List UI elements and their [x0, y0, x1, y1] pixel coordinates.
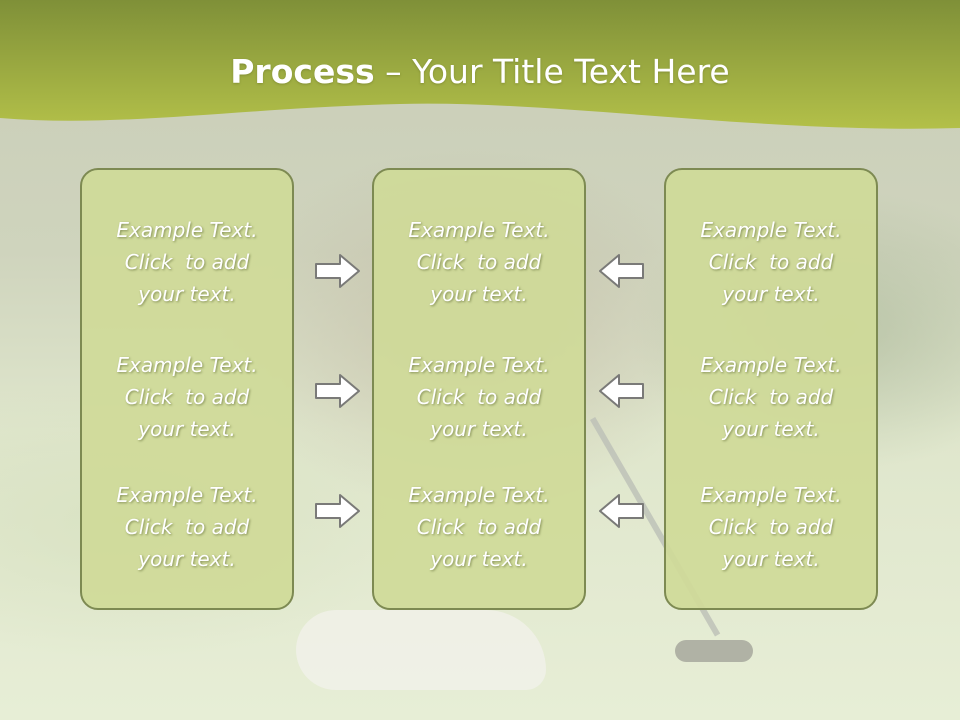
text-line: Example Text.: [408, 353, 550, 377]
title-bold: Process: [230, 52, 375, 91]
text-block[interactable]: Example Text. Click to add your text.: [666, 479, 876, 575]
putter-head: [675, 640, 753, 662]
text-line: Click to add: [124, 250, 250, 274]
arrow-left-icon: [597, 492, 645, 530]
text-line: your text.: [138, 547, 236, 571]
text-line: Click to add: [416, 385, 542, 409]
text-line: Click to add: [416, 515, 542, 539]
text-line: your text.: [722, 547, 820, 571]
text-block[interactable]: Example Text. Click to add your text.: [666, 349, 876, 445]
title-rest: – Your Title Text Here: [374, 52, 730, 91]
text-block[interactable]: Example Text. Click to add your text.: [374, 214, 584, 310]
text-block[interactable]: Example Text. Click to add your text.: [82, 214, 292, 310]
text-line: Example Text.: [116, 483, 258, 507]
text-line: Click to add: [708, 385, 834, 409]
text-line: your text.: [138, 282, 236, 306]
text-line: Click to add: [416, 250, 542, 274]
title-banner: [0, 0, 960, 140]
text-block[interactable]: Example Text. Click to add your text.: [666, 214, 876, 310]
text-block[interactable]: Example Text. Click to add your text.: [374, 349, 584, 445]
text-line: Click to add: [708, 515, 834, 539]
text-line: Click to add: [708, 250, 834, 274]
text-line: Example Text.: [700, 353, 842, 377]
arrow-right-icon: [314, 492, 362, 530]
text-line: Example Text.: [700, 483, 842, 507]
arrow-right-icon: [314, 372, 362, 410]
panel-left[interactable]: Example Text. Click to add your text. Ex…: [80, 168, 294, 610]
text-line: Example Text.: [116, 218, 258, 242]
text-line: your text.: [430, 417, 528, 441]
text-line: Example Text.: [700, 218, 842, 242]
text-line: your text.: [430, 547, 528, 571]
text-line: your text.: [722, 282, 820, 306]
text-line: Example Text.: [408, 483, 550, 507]
text-line: your text.: [430, 282, 528, 306]
text-line: your text.: [722, 417, 820, 441]
text-line: Click to add: [124, 385, 250, 409]
panel-right[interactable]: Example Text. Click to add your text. Ex…: [664, 168, 878, 610]
arrow-left-icon: [597, 252, 645, 290]
arrow-right-icon: [314, 252, 362, 290]
text-block[interactable]: Example Text. Click to add your text.: [82, 479, 292, 575]
panel-center[interactable]: Example Text. Click to add your text. Ex…: [372, 168, 586, 610]
slide-title[interactable]: Process – Your Title Text Here: [0, 52, 960, 91]
text-line: your text.: [138, 417, 236, 441]
arrow-left-icon: [597, 372, 645, 410]
text-line: Example Text.: [408, 218, 550, 242]
golf-shoe: [296, 610, 546, 690]
text-block[interactable]: Example Text. Click to add your text.: [82, 349, 292, 445]
text-block[interactable]: Example Text. Click to add your text.: [374, 479, 584, 575]
text-line: Example Text.: [116, 353, 258, 377]
text-line: Click to add: [124, 515, 250, 539]
